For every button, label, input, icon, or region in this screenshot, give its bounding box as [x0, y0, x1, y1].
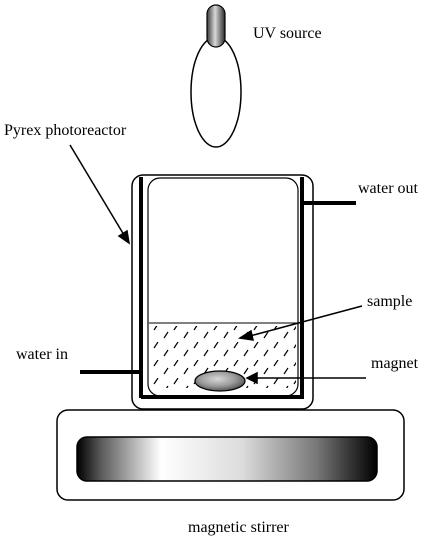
uv-lamp-icon	[190, 4, 242, 148]
photoreactor-arrow	[69, 144, 125, 236]
magnet-icon	[194, 370, 246, 392]
pointer-arrows	[69, 144, 366, 385]
magnetic-stirrer-icon	[56, 409, 405, 501]
water-in-label: water in	[16, 346, 68, 363]
photoreactor-label: Pyrex photoreactor	[4, 122, 127, 139]
uv-source-label: UV source	[253, 25, 322, 42]
sample-label: sample	[367, 293, 413, 310]
sample-arrow	[249, 305, 363, 337]
magnetic-stirrer-label: magnetic stirrer	[188, 519, 289, 536]
magnet-label: magnet	[371, 355, 419, 372]
water-out-label: water out	[358, 180, 418, 197]
